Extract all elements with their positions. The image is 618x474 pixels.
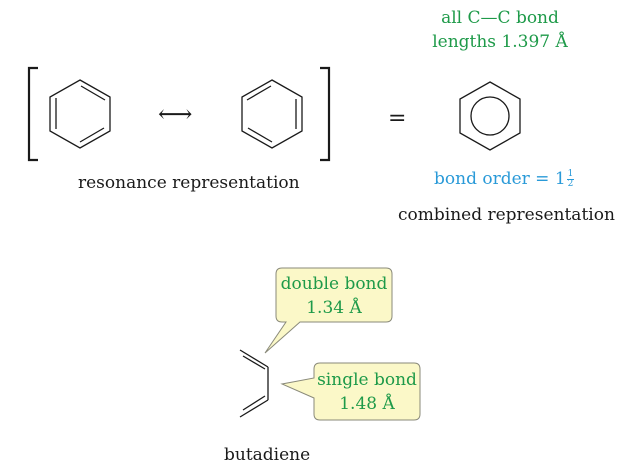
bond-lengths-note: all C—C bond lengths 1.397 Å <box>420 6 580 54</box>
resonance-label: resonance representation <box>78 173 300 193</box>
callout-double-bond-text: double bond 1.34 Å <box>276 272 392 320</box>
resonance-arrow: ⟷ <box>158 100 193 128</box>
equals-sign: = <box>388 106 407 131</box>
bond-order-fraction-denominator: 2 <box>567 179 574 189</box>
benzene-kekule-1 <box>49 79 111 149</box>
double-bond-length: 1.34 Å <box>306 298 362 318</box>
left-bracket <box>27 66 38 162</box>
benzene-kekule-2 <box>241 79 303 149</box>
combined-label: combined representation <box>398 205 615 225</box>
double-bond-title: double bond <box>280 274 388 294</box>
callout-single-bond-text: single bond 1.48 Å <box>314 368 420 416</box>
right-bracket <box>320 66 331 162</box>
bond-order-text: bond order = 1 <box>434 169 566 189</box>
single-bond-title: single bond <box>317 370 417 390</box>
benzene-circle-representation <box>459 81 521 151</box>
single-bond-length: 1.48 Å <box>339 394 395 414</box>
callout-double-bond-bubble <box>264 267 393 354</box>
bond-lengths-line-1: all C—C bond <box>441 8 559 28</box>
callout-single-bond-bubble <box>280 362 421 421</box>
butadiene-structure <box>239 349 269 418</box>
bond-order-fraction-numerator: 1 <box>566 169 575 180</box>
bond-lengths-line-2: lengths 1.397 Å <box>432 32 568 52</box>
butadiene-label: butadiene <box>224 445 311 465</box>
